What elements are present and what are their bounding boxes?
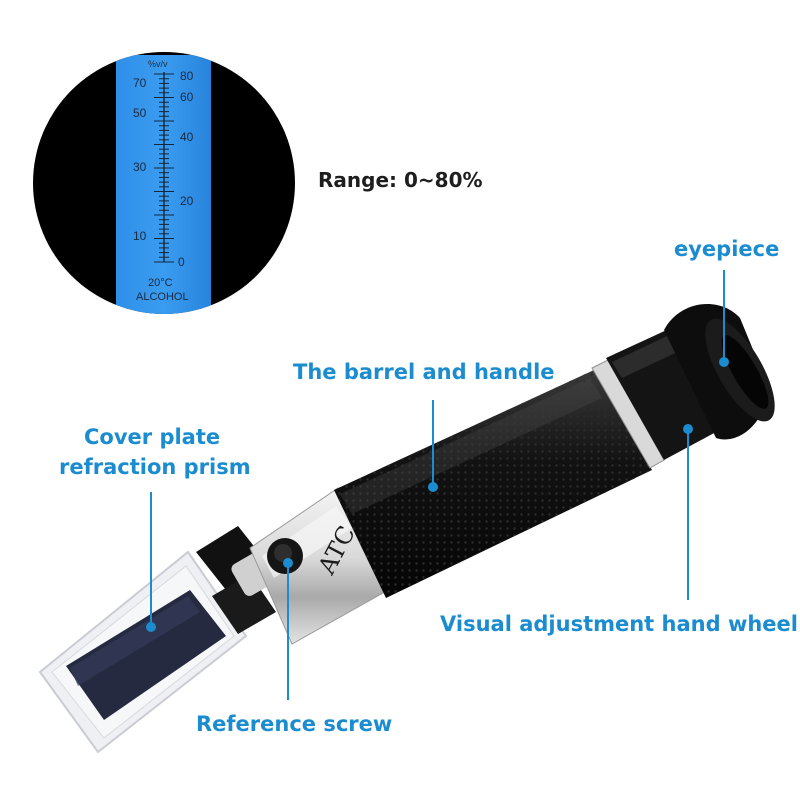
hand-wheel-label: Visual adjustment hand wheel bbox=[440, 611, 798, 638]
prism-dot bbox=[146, 622, 156, 632]
scale-view: %v/v 70 50 30 10 80 60 40 20 0 20°C ALCO… bbox=[33, 52, 295, 315]
range-text: Range: 0~80% bbox=[318, 168, 483, 192]
scale-tick-label: 30 bbox=[133, 160, 147, 174]
barrel-dot bbox=[428, 482, 438, 492]
cover-plate-label-line2: refraction prism bbox=[59, 454, 251, 481]
scale-unit: %v/v bbox=[148, 59, 168, 69]
scale-temperature: 20°C bbox=[148, 277, 173, 289]
scale-tick-label: 50 bbox=[133, 106, 147, 120]
barrel-label: The barrel and handle bbox=[293, 359, 555, 386]
scale-tick-label: 20 bbox=[180, 194, 194, 208]
eyepiece-dot bbox=[719, 357, 729, 367]
scale-tick-label: 0 bbox=[178, 255, 185, 269]
scale-tick-label: 70 bbox=[133, 76, 147, 90]
scale-liquid: ALCOHOL bbox=[136, 291, 189, 303]
handle bbox=[334, 370, 652, 598]
scale-tick-label: 10 bbox=[133, 229, 147, 243]
scale-tick-label: 80 bbox=[180, 69, 194, 83]
reference-screw bbox=[267, 538, 303, 574]
wheel-dot bbox=[683, 424, 693, 434]
eyepiece-label: eyepiece bbox=[674, 236, 779, 263]
scale-tick-label: 40 bbox=[180, 130, 194, 144]
screw-dot bbox=[283, 558, 293, 568]
reference-screw-label: Reference screw bbox=[196, 711, 392, 738]
scale-tick-label: 60 bbox=[180, 90, 194, 104]
cover-plate-label-line1: Cover plate bbox=[84, 424, 220, 451]
